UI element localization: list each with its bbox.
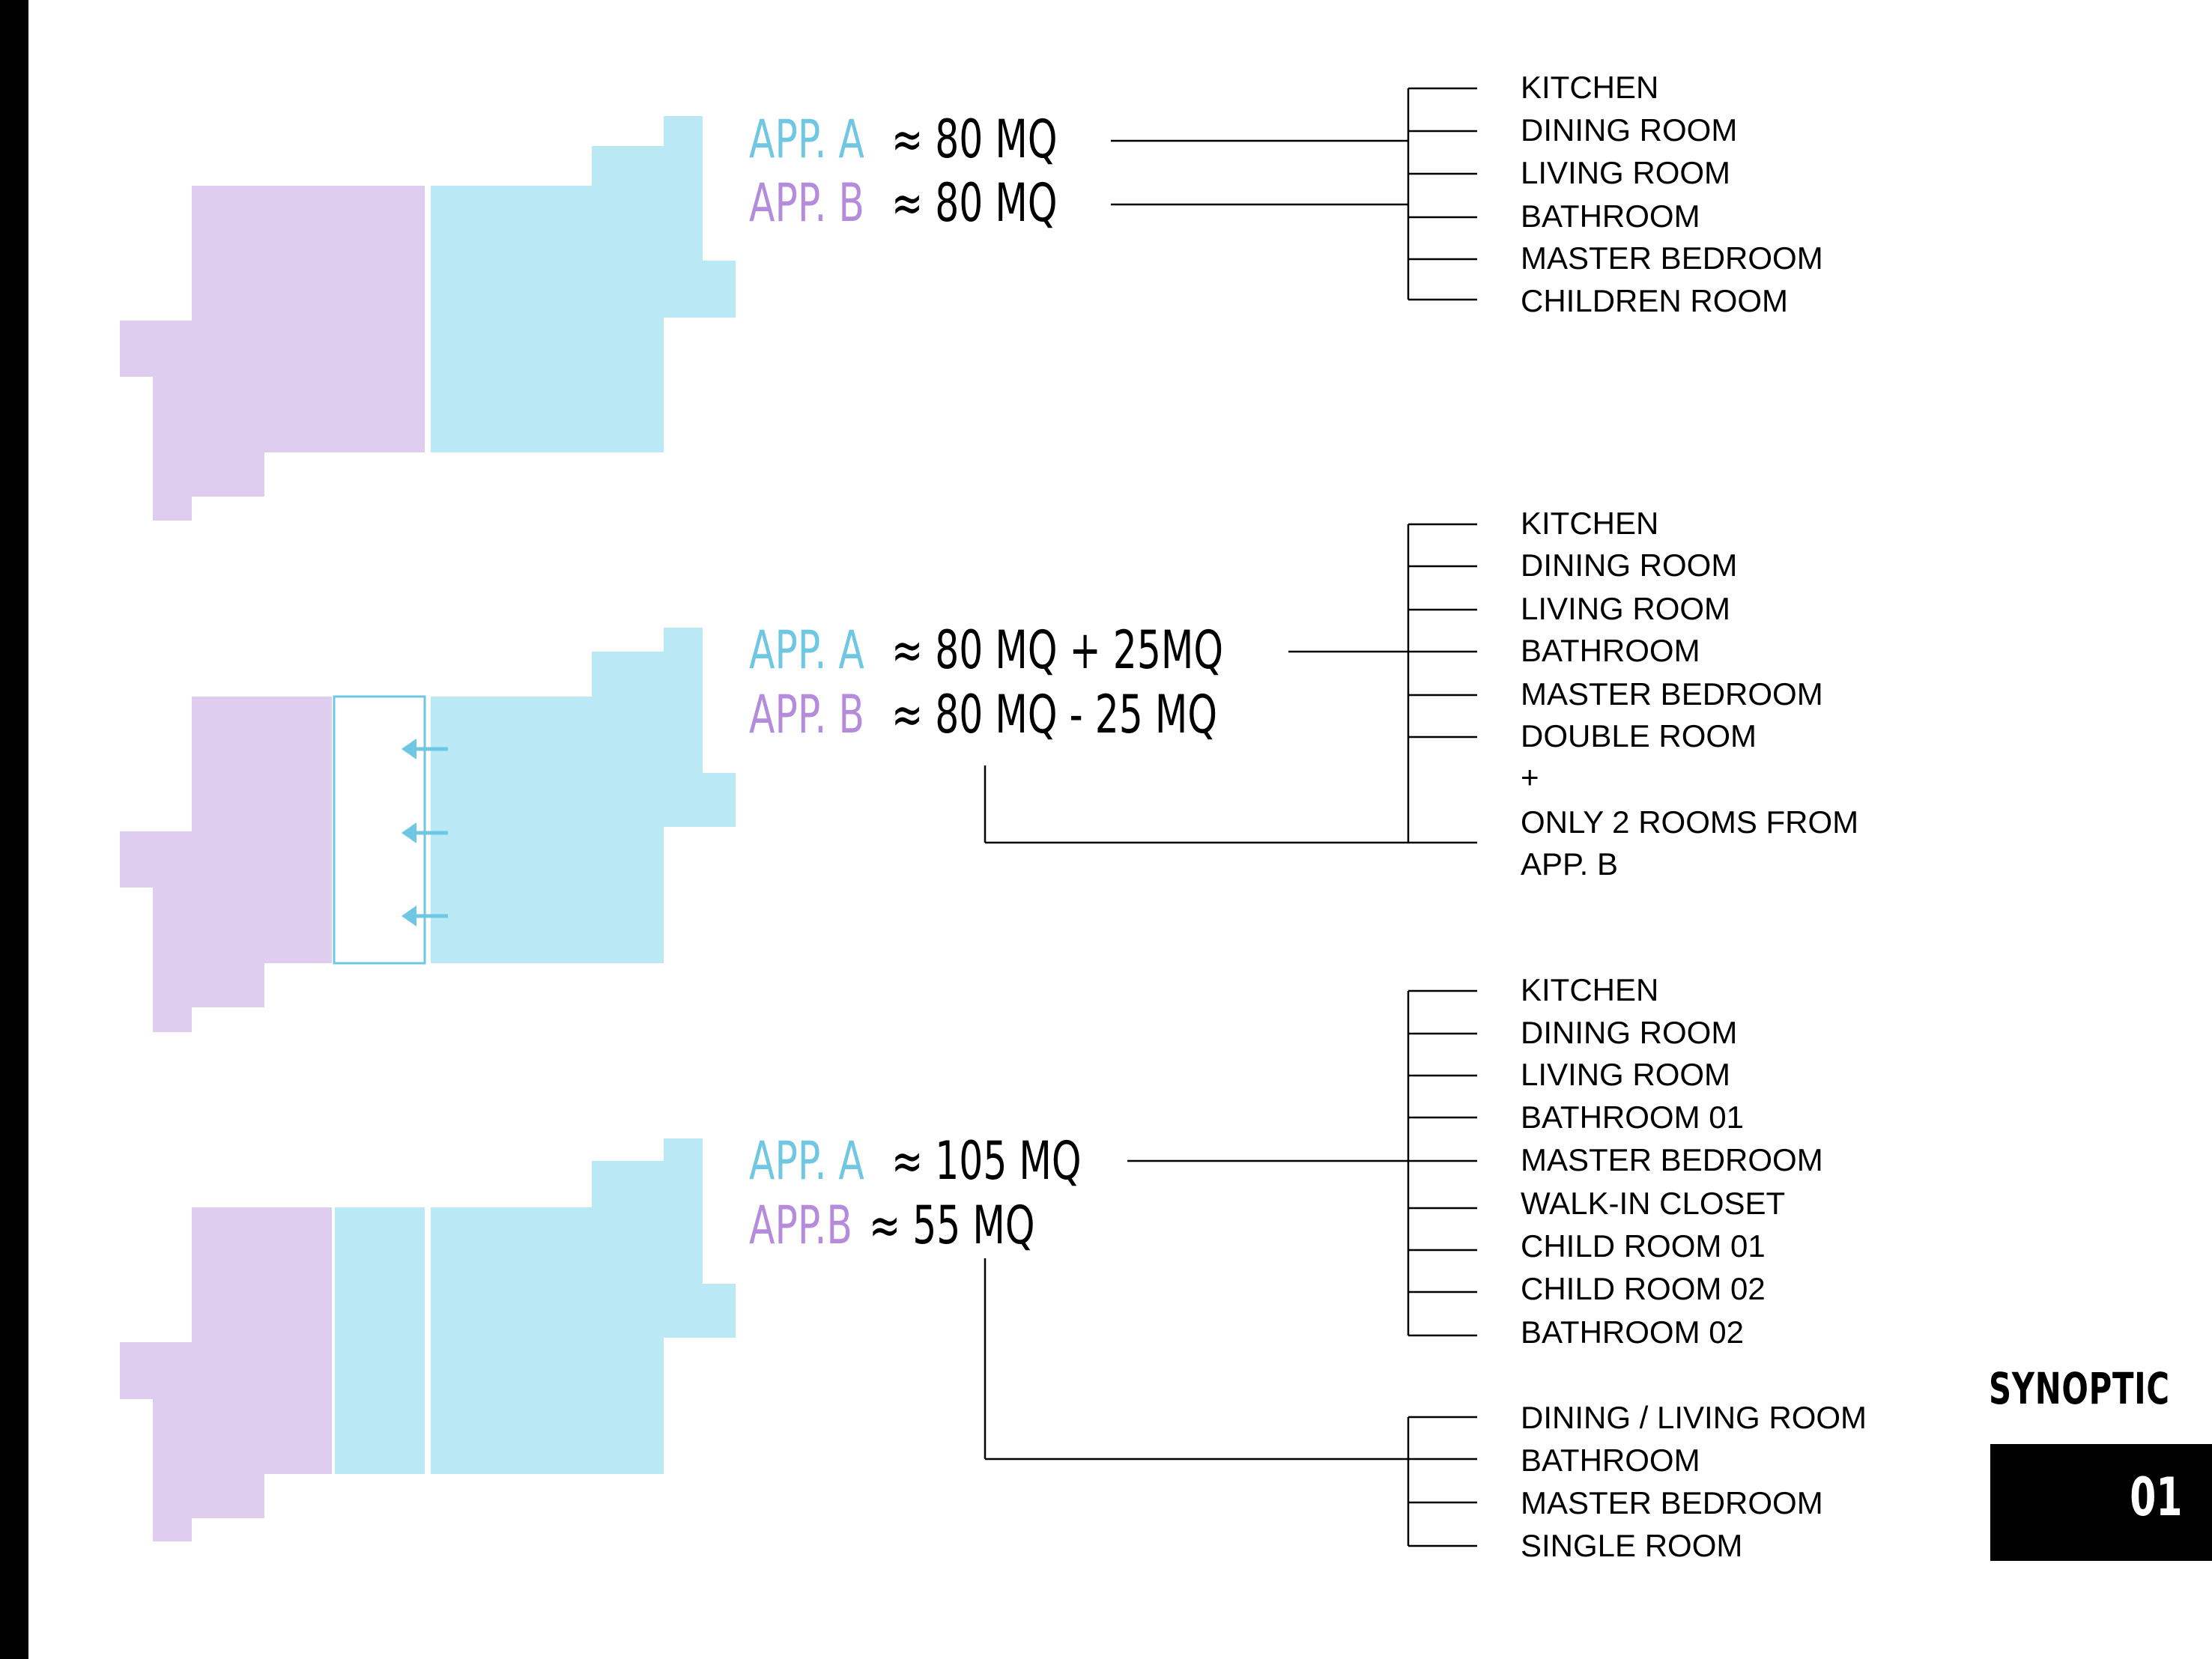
room-item: MASTER BEDROOM [1521,1485,1823,1520]
room-item: LIVING ROOM [1521,1057,1730,1092]
connector-lines [984,523,1477,844]
app-a-label: APP. A [749,620,864,681]
room-item: LIVING ROOM [1521,591,1730,626]
arrow-icon [402,738,448,759]
room-item: BATHROOM [1521,633,1700,668]
room-item: MASTER BEDROOM [1521,240,1823,276]
room-item: DINING ROOM [1521,1015,1737,1050]
app-a-label: APP. A [749,109,864,170]
app-a-area: ≈ 80 MQ [891,109,1058,170]
plan-3 [120,1138,736,1541]
room-item: KITCHEN [1521,506,1658,541]
app-a-area: ≈ 105 MQ [891,1131,1082,1192]
room-item: DINING / LIVING ROOM [1521,1400,1867,1435]
room-item: KITCHEN [1521,70,1658,105]
scenario-1: APP. A ≈ 80 MQ APP. B ≈ 80 MQ KITCHEN DI… [120,70,1823,521]
room-item: LIVING ROOM [1521,155,1730,190]
arrow-icon [402,822,448,843]
app-b-area: ≈ 55 MQ [869,1195,1035,1256]
app-a-label: APP. A [749,1131,864,1192]
plan-2 [120,628,736,1032]
room-item: ONLY 2 ROOMS FROM [1521,804,1858,840]
room-item: MASTER BEDROOM [1521,676,1823,712]
app-a-area: ≈ 80 MQ + 25MQ [891,620,1223,681]
room-item: DINING ROOM [1521,548,1737,583]
room-item: CHILD ROOM 02 [1521,1271,1766,1306]
room-item: + [1521,759,1539,795]
room-item: DINING ROOM [1521,112,1737,148]
transferred-area-outline [333,695,426,965]
app-a-extension [335,1207,425,1474]
room-item: DOUBLE ROOM [1521,718,1757,753]
scenario-2: APP. A ≈ 80 MQ + 25MQ APP. B ≈ 80 MQ - 2… [120,506,1858,1032]
app-b-area: ≈ 80 MQ [891,173,1058,234]
room-item: KITCHEN [1521,972,1658,1007]
app-b-label: APP. B [749,173,864,234]
app-b-label: APP.B [749,1195,852,1256]
room-list-app-b: DINING / LIVING ROOM BATHROOM MASTER BED… [1521,1400,1867,1563]
sheet-edge [0,0,28,1659]
connector-lines [1111,87,1477,301]
app-b-footprint [120,1207,332,1541]
app-a-footprint [431,1138,736,1474]
room-item: WALK-IN CLOSET [1521,1186,1785,1221]
synoptic-title: SYNOPTIC [1989,1363,2170,1414]
app-b-area: ≈ 80 MQ - 25 MQ [891,685,1217,745]
room-item: BATHROOM 02 [1521,1314,1744,1350]
room-item: SINGLE ROOM [1521,1528,1742,1563]
page-number: 01 [2129,1467,2182,1528]
app-b-footprint [120,697,332,1032]
room-item: BATHROOM [1521,198,1700,234]
app-b-footprint [120,186,425,521]
connector-lines [984,989,1477,1547]
room-item: CHILD ROOM 01 [1521,1228,1766,1264]
page-number-box: 01 [1990,1444,2212,1561]
app-a-footprint [431,628,736,963]
scenario-3: APP. A ≈ 105 MQ APP.B ≈ 55 MQ KITCHEN [120,972,1867,1563]
room-item: MASTER BEDROOM [1521,1142,1823,1177]
arrow-icon [402,906,448,926]
app-a-footprint [431,116,736,452]
room-list: KITCHEN DINING ROOM LIVING ROOM BATHROOM… [1521,506,1858,882]
plan-1 [120,116,736,521]
room-item: BATHROOM 01 [1521,1100,1744,1135]
room-item: APP. B [1521,846,1618,882]
room-list: KITCHEN DINING ROOM LIVING ROOM BATHROOM… [1521,70,1823,318]
room-list-app-a: KITCHEN DINING ROOM LIVING ROOM BATHROOM… [1521,972,1823,1350]
room-item: CHILDREN ROOM [1521,283,1788,318]
room-item: BATHROOM [1521,1443,1700,1478]
app-b-label: APP. B [749,685,864,745]
